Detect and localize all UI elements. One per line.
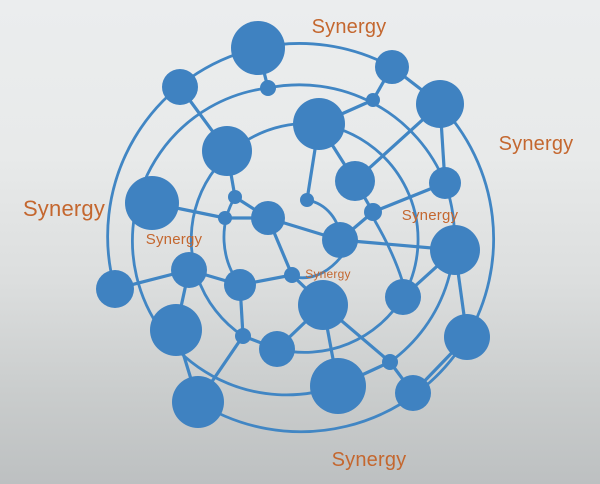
node-circle <box>385 279 421 315</box>
link-arc <box>317 122 420 299</box>
node-circle <box>300 193 314 207</box>
link-arc <box>189 122 321 338</box>
node-circle <box>293 98 345 150</box>
node-circle <box>228 190 242 204</box>
synergy-label: Synergy <box>146 231 203 248</box>
node-circle <box>171 252 207 288</box>
node-circle <box>430 225 480 275</box>
node-circle <box>260 80 276 96</box>
node-circle <box>444 314 490 360</box>
node-circle <box>202 126 252 176</box>
node-circle <box>335 161 375 201</box>
synergy-label: Synergy <box>402 207 459 224</box>
node-circle <box>366 93 380 107</box>
node-circle <box>310 358 366 414</box>
link-arc <box>106 46 260 291</box>
node-circle <box>235 328 251 344</box>
synergy-label: Synergy <box>312 16 387 38</box>
node-circle <box>395 375 431 411</box>
node-circle <box>125 176 179 230</box>
node-circle <box>382 354 398 370</box>
node-circle <box>172 376 224 428</box>
node-circle <box>162 69 198 105</box>
node-circle <box>416 80 464 128</box>
link-arc <box>438 103 496 339</box>
synergy-label: Synergy <box>499 133 574 155</box>
node-circle <box>96 270 134 308</box>
node-circle <box>251 201 285 235</box>
node-circle <box>298 280 348 330</box>
node-circle <box>224 269 256 301</box>
node-circle <box>259 331 295 367</box>
link-arc <box>275 295 405 354</box>
node-circle <box>218 211 232 225</box>
synergy-label: Synergy <box>305 267 350 281</box>
node-circle <box>231 21 285 75</box>
link-arc <box>131 86 340 397</box>
node-circle <box>150 304 202 356</box>
synergy-label: Synergy <box>23 196 105 221</box>
node-circle <box>364 203 382 221</box>
node-circle <box>429 167 461 199</box>
node-circle <box>322 222 358 258</box>
link-arc <box>388 181 456 364</box>
link-arc <box>373 219 404 282</box>
node-circle <box>375 50 409 84</box>
synergy-label: Synergy <box>332 449 407 471</box>
link-arc <box>196 335 469 434</box>
node-circle <box>284 267 300 283</box>
